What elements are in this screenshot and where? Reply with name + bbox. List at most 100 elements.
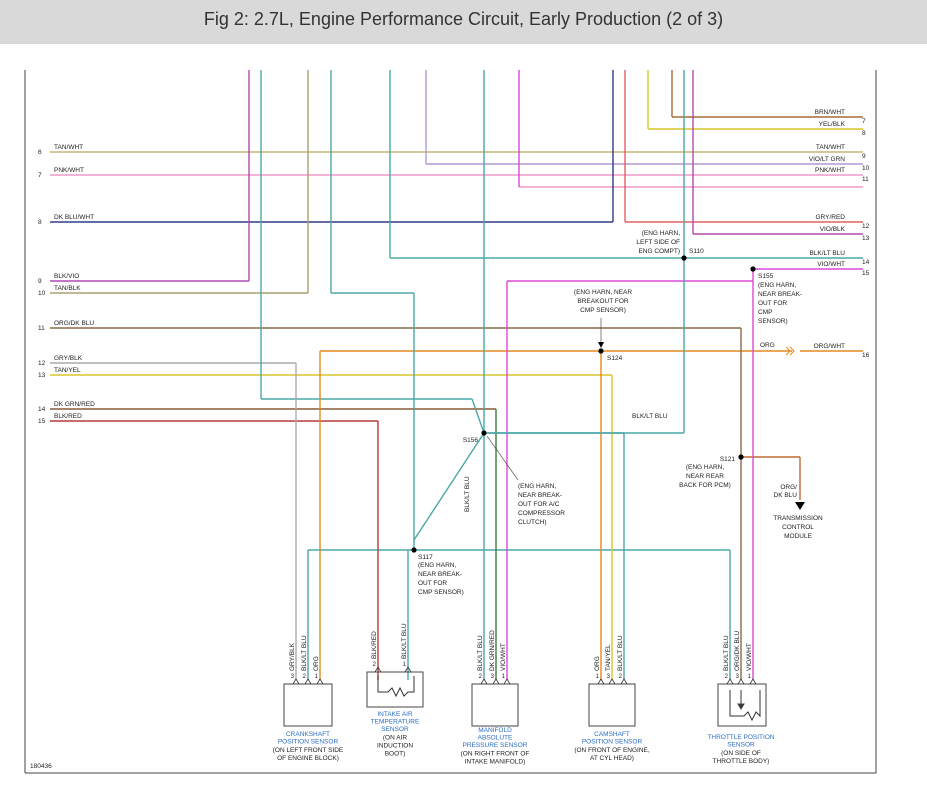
component-location-cmp: (ON FRONT OF ENGINE, [574, 747, 650, 754]
right-wire-label: VIO/LT GRN [809, 156, 846, 163]
splice-dot-s117 [411, 547, 417, 553]
splice-id-s117: S117 [418, 554, 433, 561]
component-location-map: INTAKE MANIFOLD) [465, 759, 526, 766]
splice-id-s121: S121 [720, 456, 736, 463]
splice-note-s110: (ENG HARN, [642, 230, 680, 237]
component-name-ckp: CRANKSHAFT [286, 731, 330, 738]
pin-number: 1 [502, 674, 506, 680]
component-name-cmp: POSITION SENSOR [582, 739, 643, 746]
camshaft-sensor-box [588, 683, 636, 727]
splice-note-s121: (ENG HARN, [686, 464, 724, 471]
pin-wire-label: GRY/BLK [289, 642, 296, 671]
splice-id-s156: S156 [463, 437, 479, 444]
pin-wire-label: BLK/LT BLU [477, 635, 484, 671]
inline-label-blk-lt-blu: BLK/LT BLU [632, 413, 668, 420]
splice-dot-s155 [750, 266, 756, 272]
right-wire-number: 7 [862, 118, 866, 125]
component-boxes [283, 671, 767, 727]
right-wire-label: VIO/BLK [820, 226, 846, 233]
splice-note-s110: ENG COMPT) [638, 248, 680, 255]
pin-number: 3 [491, 674, 495, 680]
splice-id-s110: S110 [689, 248, 704, 255]
left-wire-label: ORG/DK BLU [54, 320, 94, 327]
left-wire-label: TAN/BLK [54, 285, 81, 292]
component-name-iat: INTAKE AIR [377, 711, 413, 718]
right-wire-label: BLK/LT BLU [809, 250, 845, 257]
inline-label-blk-lt-blu-vertical: BLK/LT BLU [464, 476, 471, 512]
component-location-iat: (ON AIR [383, 735, 408, 742]
left-wire-number: 10 [38, 290, 46, 297]
component-name-tps: THROTTLE POSITION [707, 734, 774, 741]
splice-note-s117: OUT FOR [418, 580, 447, 587]
splice-note-s155: (ENG HARN, [758, 282, 796, 289]
right-wire-label: BRN/WHT [815, 109, 845, 116]
left-wire-number: 15 [38, 418, 46, 425]
right-wire-label: PNK/WHT [815, 167, 845, 174]
pin-number: 3 [736, 674, 740, 680]
splice-note-s156: OUT FOR A/C [518, 501, 560, 508]
splice-note-s156: (ENG HARN, [518, 483, 556, 490]
left-wire-number: 13 [38, 372, 46, 379]
pin-number: 3 [291, 674, 295, 680]
splice-note-s121: NEAR REAR [686, 473, 724, 480]
inline-label-org: ORG [760, 342, 775, 349]
pin-wire-label: ORG/DK BLU [734, 631, 741, 671]
tcm-arrow [795, 502, 805, 510]
pin-wire-label: BLK/LT BLU [723, 635, 730, 671]
splice-note-s117: (ENG HARN, [418, 562, 456, 569]
connector-pins [292, 666, 757, 685]
component-name-map: MANIFOLD [478, 727, 512, 734]
pin-number: 1 [315, 674, 319, 680]
tps-box [717, 683, 767, 727]
right-wire-label: ORG/WHT [814, 343, 845, 350]
component-location-tps: THROTTLE BODY) [713, 758, 770, 765]
splice-id-s155: S155 [758, 273, 774, 280]
pin-number: 3 [607, 674, 611, 680]
map-sensor-box [471, 683, 519, 727]
title-bar: Fig 2: 2.7L, Engine Performance Circuit,… [0, 0, 927, 44]
component-location-tps: (ON SIDE OF [721, 750, 761, 757]
pin-number: 1 [596, 674, 600, 680]
splice-note-s156: NEAR BREAK- [518, 492, 562, 499]
pin-wire-label: TAN/YEL [605, 644, 612, 671]
component-location-map: (ON RIGHT FRONT OF [461, 751, 530, 758]
splice-note-s117: CMP SENSOR) [418, 589, 464, 596]
diagram-frame [24, 70, 877, 774]
left-wire-number: 12 [38, 360, 46, 367]
right-wire-label: TAN/WHT [816, 144, 845, 151]
component-name-map: PRESSURE SENSOR [462, 742, 527, 749]
component-name-cmp: CAMSHAFT [594, 731, 630, 738]
splice-note-s121: BACK FOR PCM) [679, 482, 731, 489]
pin-number: 2 [373, 662, 377, 668]
pin-wire-label: ORG [594, 656, 601, 671]
right-wire-number: 12 [862, 223, 870, 230]
splice-note-s156: COMPRESSOR [518, 510, 565, 517]
right-wire-number: 13 [862, 235, 870, 242]
splice-note-s110: LEFT SIDE OF [636, 239, 680, 246]
left-wire-number: 8 [38, 219, 42, 226]
right-wire-label: YEL/BLK [819, 121, 846, 128]
splice-note-s155: OUT FOR [758, 300, 787, 307]
left-wire-number: 11 [38, 325, 45, 332]
right-wire-number: 8 [862, 130, 866, 137]
pin-wire-label: BLK/RED [371, 631, 378, 659]
component-location-iat: INDUCTION [377, 743, 413, 750]
pin-number: 1 [403, 662, 407, 668]
iat-thermistor-symbol [377, 676, 415, 698]
tcm-label: MODULE [784, 533, 812, 540]
inline-label-org-dk-blu: DK BLU [774, 492, 798, 499]
left-wire-label: TAN/WHT [54, 144, 83, 151]
leader-lines [486, 318, 795, 481]
left-wire-number: 9 [38, 278, 42, 285]
left-wire-number: 14 [38, 406, 46, 413]
left-wire-label: BLK/RED [54, 413, 82, 420]
splice-note-s156: CLUTCH) [518, 519, 547, 526]
crankshaft-sensor-box [283, 683, 333, 727]
tcm-label: TRANSMISSION [773, 515, 823, 522]
figure-id: 180436 [30, 763, 52, 770]
inline-label-org-dk-blu: ORG/ [780, 484, 797, 491]
left-wire-number: 6 [38, 149, 42, 156]
component-name-ckp: POSITION SENSOR [278, 739, 339, 746]
